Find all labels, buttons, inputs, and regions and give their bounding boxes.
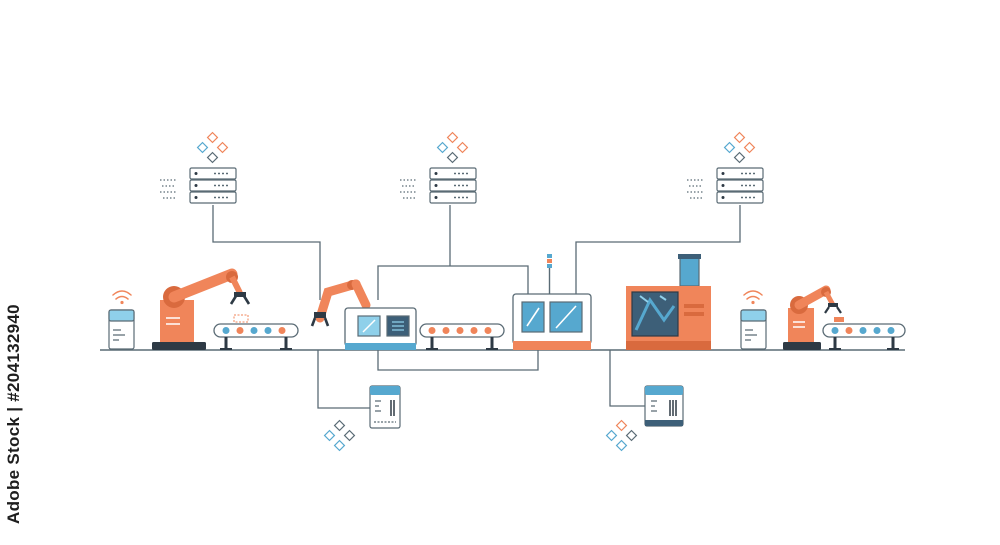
processing-machine-icon <box>512 254 592 350</box>
sensor-device-right <box>740 309 767 350</box>
connection-bottom-loop <box>377 350 539 371</box>
conveyor-icon-middle <box>419 323 505 350</box>
diamond-cluster-icon-top-middle <box>436 131 469 164</box>
control-machine-icon <box>344 307 417 350</box>
chimney-icon <box>679 255 700 287</box>
sensor-device-left <box>108 309 135 350</box>
connection-server-right <box>575 205 741 296</box>
server-right-icon <box>716 167 764 204</box>
conveyor-icon-right <box>822 317 906 350</box>
data-dots-icon-left <box>160 179 176 199</box>
connection-device-bottom-right <box>609 350 645 407</box>
diamond-cluster-icon-bottom-left <box>323 419 356 452</box>
connection-middle-bus <box>377 265 529 300</box>
network-connections <box>212 205 741 409</box>
controller-device-bottom-right <box>644 385 684 427</box>
data-dots-icon-right <box>687 179 703 199</box>
robot-arm-icon-left <box>152 268 251 350</box>
server-left-icon <box>189 167 237 204</box>
diamond-cluster-icon-bottom-right <box>605 419 638 452</box>
robot-arm-icon-center <box>310 279 371 327</box>
wifi-icon-left <box>112 290 132 305</box>
diamond-cluster-icon-top-left <box>196 131 229 164</box>
conveyor-icon-left <box>213 314 299 350</box>
server-middle-icon <box>429 167 477 204</box>
controller-device-bottom-left <box>369 385 401 429</box>
connection-device-bottom-left <box>317 350 370 409</box>
data-dots-icon-middle <box>400 179 416 199</box>
connection-server-left <box>212 205 321 300</box>
robot-arm-icon-right <box>783 285 842 350</box>
diamond-cluster-icon-top-right <box>723 131 756 164</box>
furnace-machine-icon <box>626 254 711 350</box>
wifi-icon-right <box>743 290 763 305</box>
